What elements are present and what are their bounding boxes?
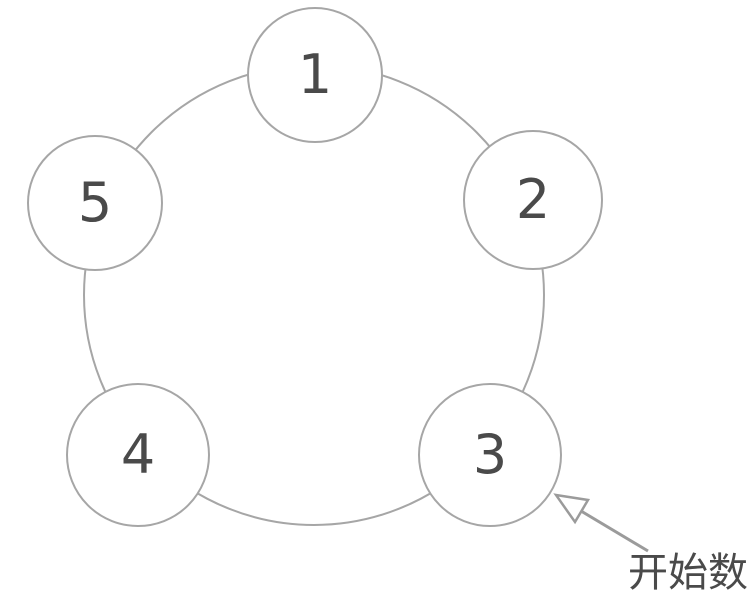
node-circle-4: 4	[66, 383, 210, 527]
node-circle-3: 3	[418, 383, 562, 527]
node-circle-5: 5	[27, 135, 163, 271]
node-circle-1: 1	[247, 7, 383, 143]
node-label-2: 2	[515, 168, 551, 231]
node-label-1: 1	[297, 43, 333, 106]
arrow-head-icon	[553, 493, 591, 525]
start-arrow	[553, 493, 649, 553]
arrow-shaft	[580, 509, 649, 553]
start-counting-label: 开始数	[628, 550, 748, 596]
node-label-4: 4	[120, 423, 156, 486]
node-circle-2: 2	[463, 130, 603, 270]
node-label-5: 5	[77, 171, 113, 234]
node-label-3: 3	[472, 423, 508, 486]
